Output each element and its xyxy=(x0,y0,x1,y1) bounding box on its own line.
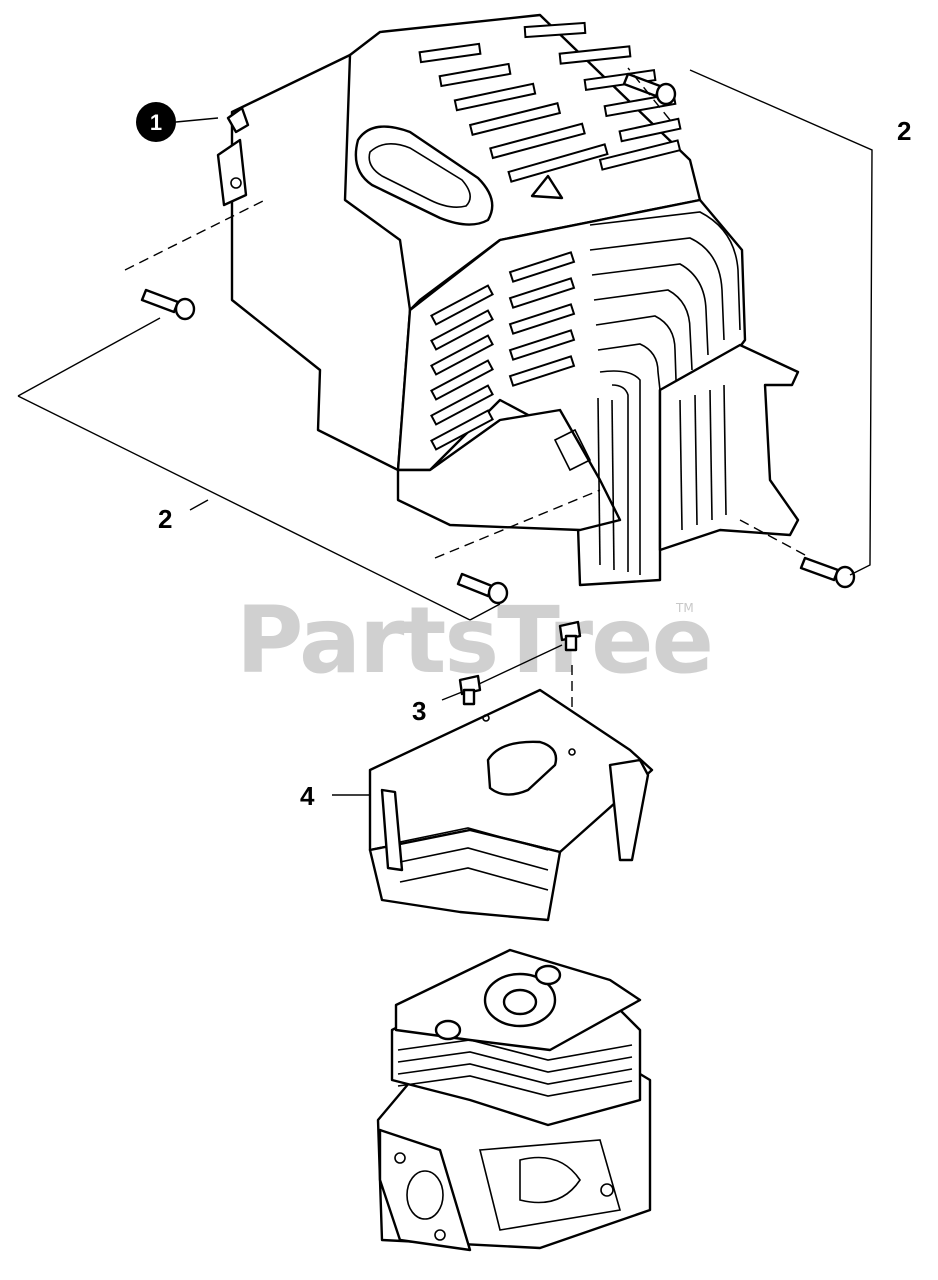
callout-3: 3 xyxy=(412,696,426,726)
watermark-trademark: TM xyxy=(675,601,694,615)
callout-2-lower-left: 2 xyxy=(158,504,172,534)
callout-2-upper-right: 2 xyxy=(897,116,911,146)
front-curved-grille xyxy=(589,211,741,575)
leader-lines xyxy=(17,69,873,796)
callout-1-label: 1 xyxy=(150,110,162,135)
heat-shield-part xyxy=(368,688,654,922)
side-grille-slots xyxy=(430,251,576,451)
callout-1: 1 xyxy=(136,102,176,142)
screw-part xyxy=(140,72,856,605)
cylinder-part xyxy=(376,948,652,1252)
engine-cover-part xyxy=(216,13,800,587)
top-grille-slots xyxy=(418,21,682,183)
bolt-part xyxy=(458,620,582,706)
callout-4: 4 xyxy=(300,781,315,811)
